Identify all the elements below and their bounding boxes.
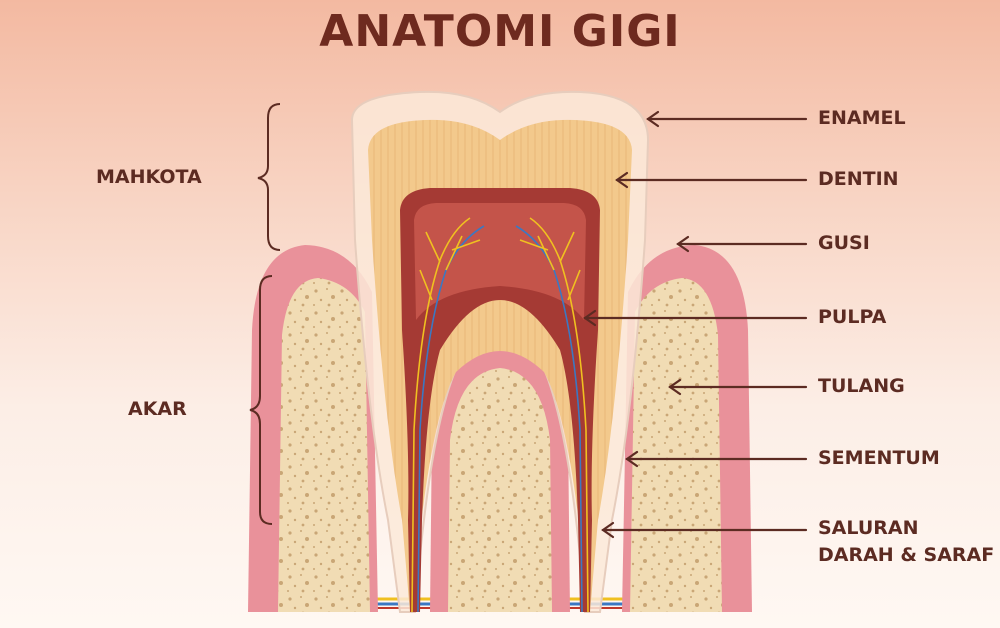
bone-right (630, 278, 722, 612)
label-canal: SALURAN DARAH & SARAF (818, 515, 994, 569)
page-title: ANATOMI GIGI (319, 6, 681, 57)
label-gum: GUSI (818, 232, 870, 254)
label-pulp: PULPA (818, 306, 887, 328)
label-canal-line2: DARAH & SARAF (818, 544, 995, 566)
pulp-nerves (411, 217, 589, 613)
left-jaw (248, 245, 378, 612)
label-canal-line1: SALURAN (818, 517, 919, 539)
right-jaw (622, 245, 752, 612)
bone-middle (448, 368, 552, 612)
root-bracket (249, 275, 273, 525)
label-bone: TULANG (818, 375, 905, 397)
label-root: AKAR (128, 398, 187, 420)
label-dentin: DENTIN (818, 168, 899, 190)
label-crown: MAHKOTA (96, 166, 202, 188)
label-cementum: SEMENTUM (818, 447, 940, 469)
label-enamel: ENAMEL (818, 107, 906, 129)
middle-jaw (430, 344, 570, 612)
crown-bracket (257, 103, 281, 251)
pointer-arrows (583, 110, 808, 539)
bone-left (278, 278, 370, 612)
